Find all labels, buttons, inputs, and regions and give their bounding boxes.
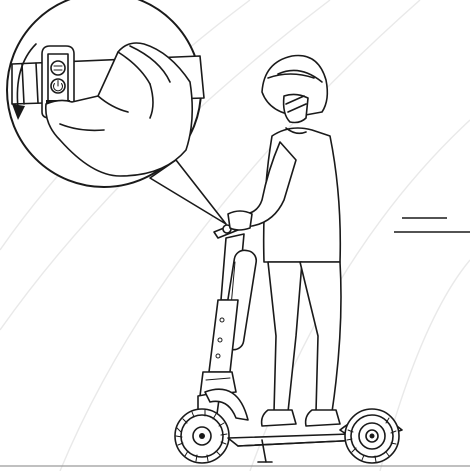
rider xyxy=(228,56,341,427)
callout-pointer xyxy=(150,160,226,224)
rear-wheel xyxy=(345,409,399,463)
road-marks xyxy=(394,218,470,232)
menu-lines-icon xyxy=(51,61,65,75)
handlebar-closeup-callout xyxy=(7,0,226,224)
front-wheel xyxy=(175,409,229,463)
power-icon xyxy=(51,79,65,93)
